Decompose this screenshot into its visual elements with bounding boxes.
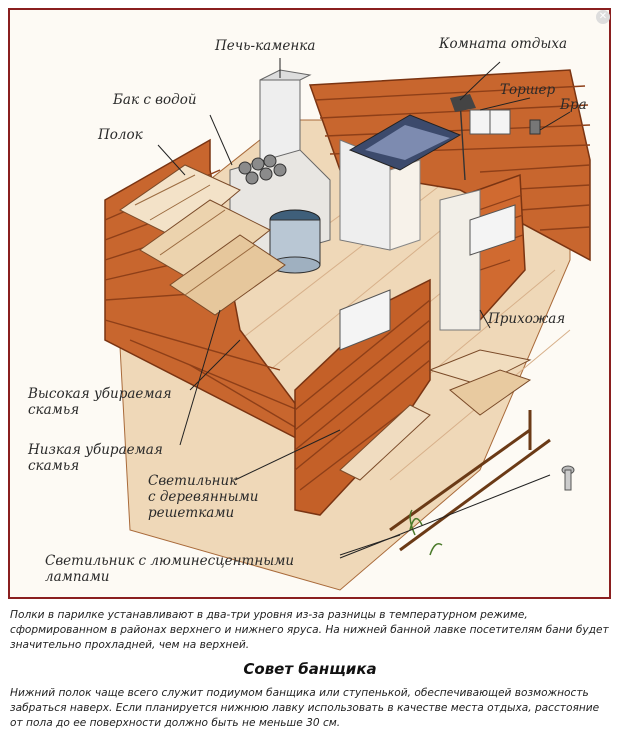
sauna-cutaway-illustration: [104, 58, 591, 591]
label-stove: Печь-каменка: [215, 38, 316, 54]
label-water-tank: Бак с водой: [113, 92, 197, 108]
caption-top: Полки в парилке устанавливают в два-три …: [10, 609, 609, 651]
section-title: Совет банщика: [243, 660, 377, 678]
close-icon[interactable]: ✕: [596, 10, 610, 24]
label-hallway: Прихожая: [488, 311, 566, 327]
label-low-bench: Низкая убираемая скамья: [28, 442, 163, 474]
caption-bottom: Нижний полок чаще всего служит подиумом …: [10, 687, 600, 729]
label-floor-lamp: Торшер: [500, 82, 556, 98]
label-fluor-lamp: Светильник с люминесцентными лампами: [45, 553, 295, 585]
illustration-frame: Печь-каменка Комната отдыха Бак с водой …: [8, 8, 611, 599]
label-wood-lamp: Светильник с деревянными решетками: [148, 473, 259, 521]
label-shelf: Полок: [98, 127, 143, 143]
label-rest-room: Комната отдыха: [439, 36, 567, 52]
label-sconce: Бра: [560, 97, 587, 113]
label-high-bench: Высокая убираемая скамья: [28, 386, 172, 418]
